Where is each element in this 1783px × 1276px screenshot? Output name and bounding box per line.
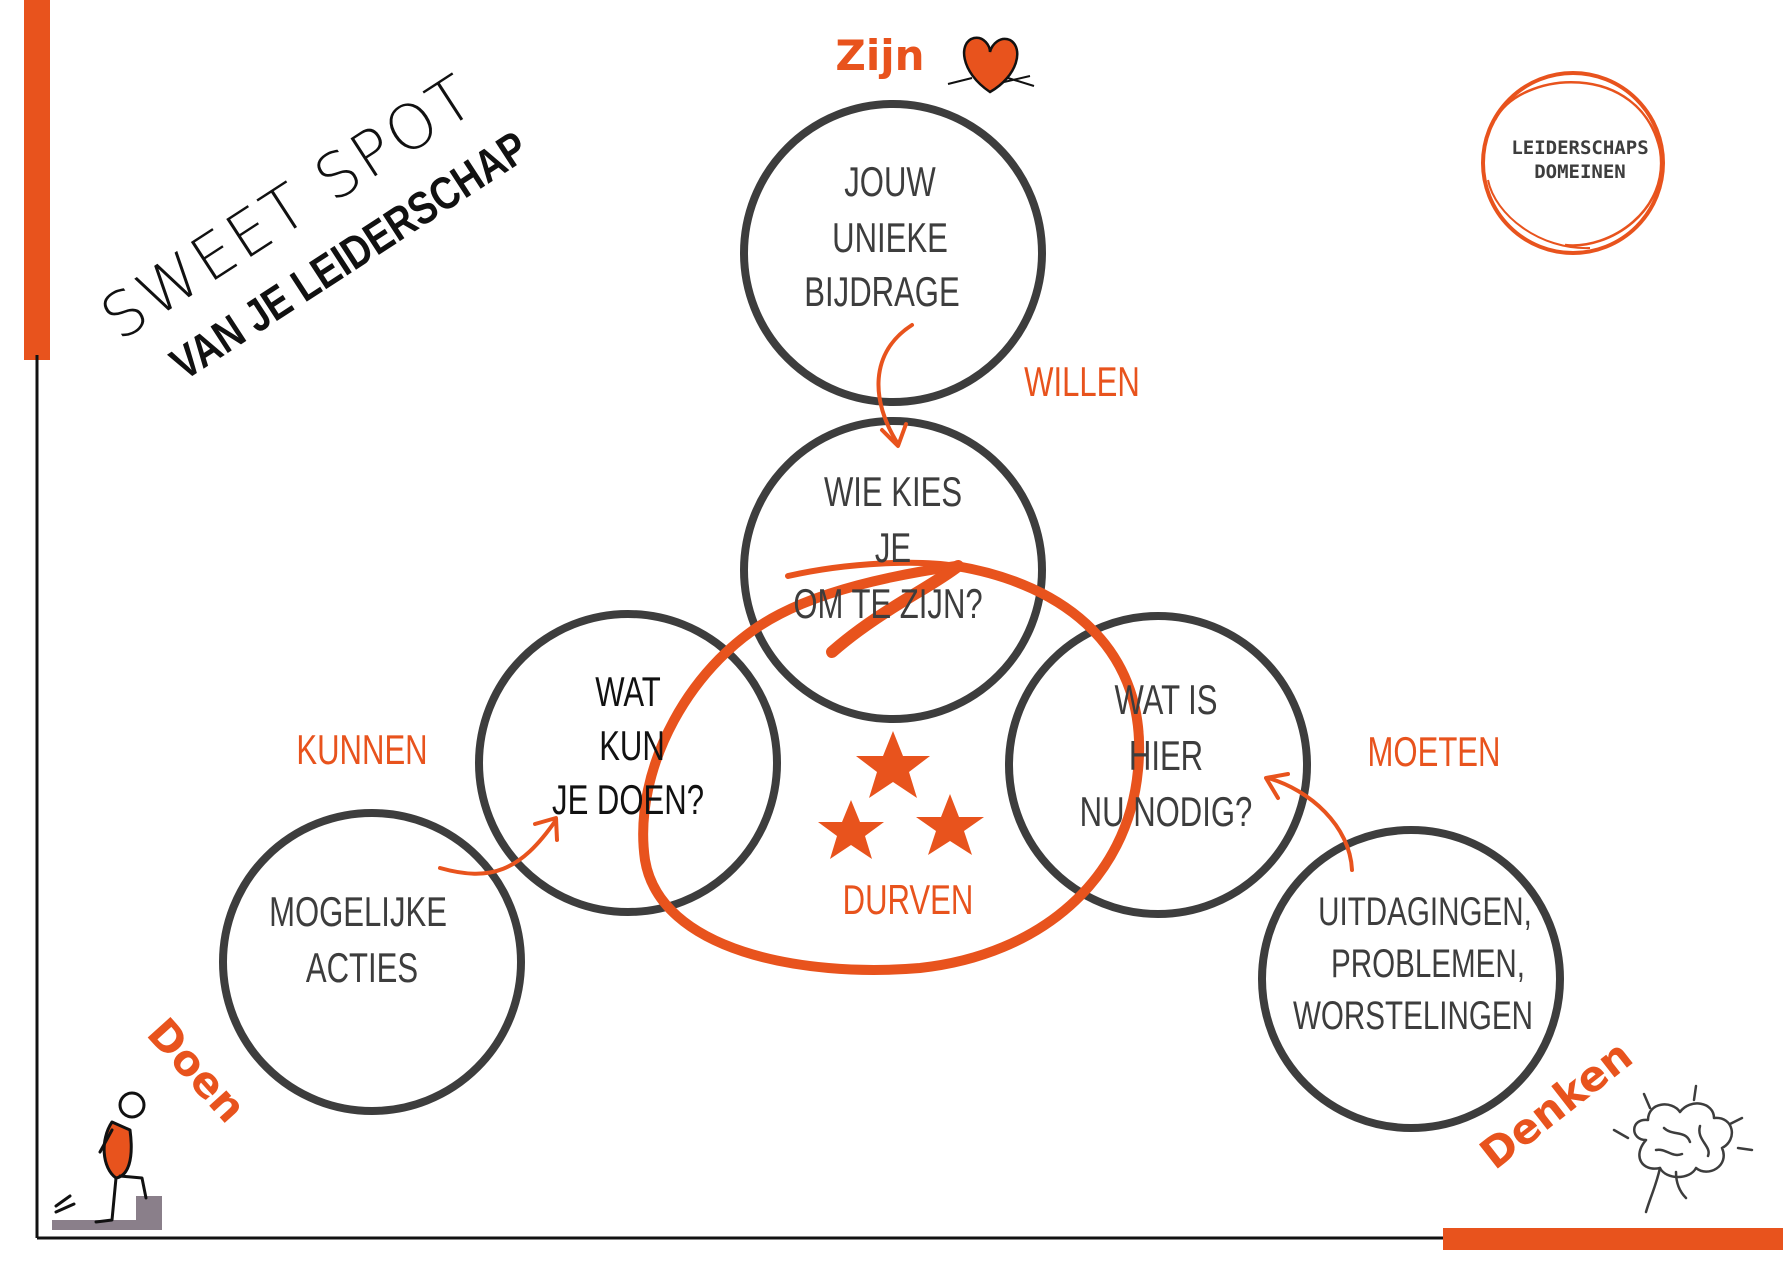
label-durven: DURVEN	[843, 876, 974, 923]
logo-line2: DOMEINEN	[1534, 161, 1626, 183]
person-stepping-icon	[52, 1091, 162, 1230]
circle-right-inner-line1: WAT IS	[1114, 676, 1217, 723]
title-block: SWEET SPOT VAN JE LEIDERSCHAP	[88, 59, 537, 389]
circle-left-outer-line2: ACTIES	[306, 944, 418, 991]
logo-line1: LEIDERSCHAPS	[1511, 137, 1648, 159]
circle-left-inner	[475, 610, 781, 916]
circle-right-inner-line2: HIER	[1129, 732, 1203, 779]
circle-right-outer	[1258, 826, 1564, 1132]
circle-right-outer-text: UITDAGINGEN, PROBLEMEN, WORSTELINGEN	[1293, 890, 1533, 1038]
brain-icon	[1612, 1084, 1754, 1214]
arrow-acties-to-kun	[438, 816, 559, 876]
sweet-spot-ellipse	[638, 559, 1145, 975]
circle-center-line2: JE	[875, 524, 911, 571]
circle-right-inner	[1005, 612, 1311, 918]
heart-icon	[947, 36, 1035, 94]
circle-center	[740, 417, 1046, 723]
circle-right-outer-line2: PROBLEMEN,	[1331, 942, 1525, 986]
circle-right-outer-line3: WORSTELINGEN	[1293, 994, 1533, 1038]
stars-icon	[818, 731, 984, 859]
circle-top-line1: JOUW	[844, 158, 936, 205]
logo-ring-icon	[1481, 71, 1665, 255]
circle-left-inner-line1: WAT	[595, 668, 661, 715]
circle-left-outer	[219, 809, 525, 1115]
circle-top	[740, 100, 1046, 406]
circle-right-outer-line1: UITDAGINGEN,	[1318, 890, 1532, 934]
circle-center-text: WIE KIES JE OM TE ZIJN?	[793, 468, 982, 627]
circle-top-text: JOUW UNIEKE BIJDRAGE	[804, 158, 959, 315]
label-moeten: MOETEN	[1368, 728, 1501, 775]
circle-left-inner-line2: KUN	[599, 722, 665, 769]
label-kunnen: KUNNEN	[296, 726, 427, 773]
circle-left-outer-line1: MOGELIJKE	[269, 888, 447, 935]
circle-center-line3: OM TE ZIJN?	[793, 580, 982, 627]
circle-left-outer-text: MOGELIJKE ACTIES	[269, 888, 447, 991]
arrow-top-to-center	[876, 323, 914, 448]
circle-right-inner-line3: NU NODIG?	[1080, 788, 1253, 835]
arrow-uitdagingen-to-nodig	[1264, 772, 1354, 872]
circle-left-inner-line3: JE DOEN?	[552, 776, 704, 823]
circle-top-line3: BIJDRAGE	[804, 268, 959, 315]
circle-top-line2: UNIEKE	[832, 214, 948, 261]
circle-center-line1: WIE KIES	[824, 468, 962, 515]
label-willen: WILLEN	[1024, 358, 1140, 405]
bottom-accent-bar	[1443, 1228, 1783, 1250]
circle-right-inner-text: WAT IS HIER NU NODIG?	[1080, 676, 1253, 835]
circle-left-inner-text: WAT KUN JE DOEN?	[552, 668, 704, 823]
left-accent-bar	[24, 0, 50, 360]
corner-label-zijn: Zijn	[835, 31, 924, 80]
